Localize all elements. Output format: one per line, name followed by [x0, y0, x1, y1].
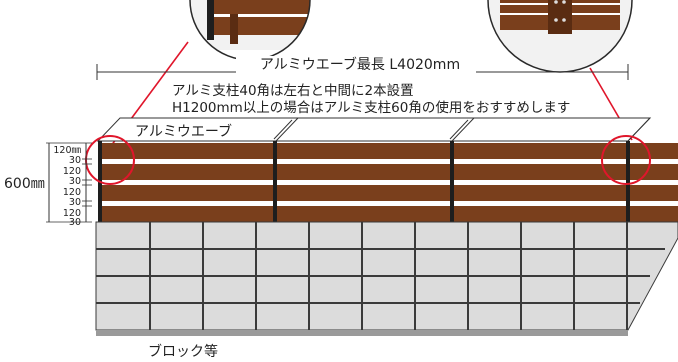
cap-divider	[451, 117, 475, 142]
block-label: ブロック等	[148, 343, 218, 360]
spec-label: 120㎜	[53, 145, 81, 156]
spec-label: 120	[63, 208, 81, 219]
spec-label: 120	[63, 166, 81, 177]
aluminum-wave-label: アルミウエーブ	[135, 123, 232, 140]
slat-2	[98, 164, 678, 180]
post-mid-2	[450, 141, 454, 224]
pointer-line-2	[449, 119, 469, 140]
post-right	[626, 141, 630, 224]
spec-label: 30	[69, 197, 81, 208]
length-label: アルミウエーブ最長 L4020mm	[260, 56, 460, 73]
pointer-line-1	[273, 119, 293, 140]
slat-3	[98, 185, 678, 201]
post-mid-1	[273, 141, 277, 224]
spec-label: 30	[69, 217, 81, 228]
note-line-2: H1200mm以上の場合はアルミ支柱60角の使用をおすすめします	[172, 99, 570, 116]
zoom-circle-left	[189, 0, 311, 61]
spec-label: 120	[63, 187, 81, 198]
block-wall	[95, 221, 678, 336]
slat-spec-labels: 120㎜ 30 120 30 120 30 120 30	[53, 145, 81, 228]
slat-1	[98, 143, 678, 159]
height-label: 600㎜	[4, 176, 45, 192]
note-line-1: アルミ支柱40角は左右と中間に2本設置	[172, 83, 414, 99]
height-dimension	[46, 142, 92, 223]
cap-divider	[275, 117, 299, 142]
spec-label: 30	[69, 155, 81, 166]
callout-circle-right	[601, 135, 651, 185]
slat-4	[98, 206, 678, 222]
zoom-circle-right	[487, 0, 633, 73]
spec-label: 30	[69, 176, 81, 187]
fence-slats	[98, 143, 678, 222]
